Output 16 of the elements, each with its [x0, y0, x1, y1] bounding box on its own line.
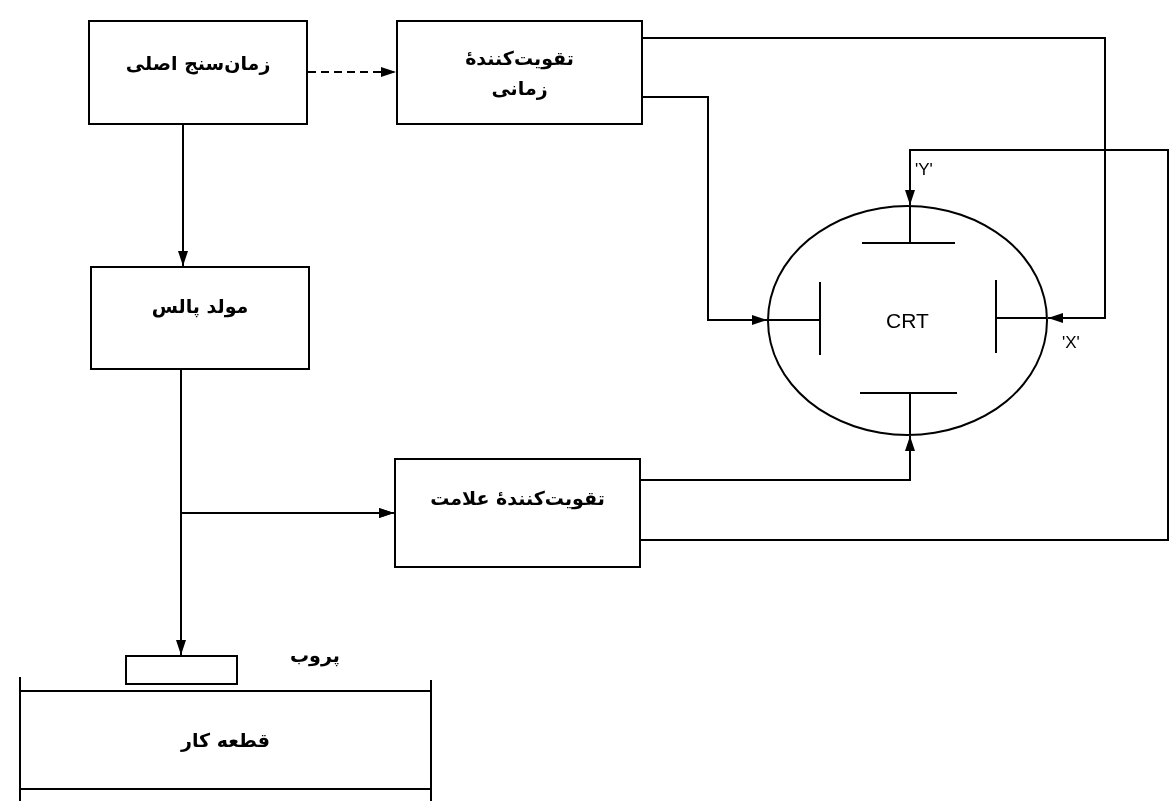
plate-label: 'X'	[1062, 333, 1080, 353]
arrow	[642, 96, 768, 325]
process-box: تقویت‌کنندهٔ زمانی	[396, 20, 643, 125]
process-box: زمان‌سنج اصلی	[88, 20, 308, 125]
probe-label: پروب	[290, 643, 340, 669]
workpiece: قطعه کار	[20, 690, 431, 790]
process-box: تقویت‌کنندهٔ علامت	[394, 458, 641, 568]
arrow	[307, 67, 397, 77]
arrow	[178, 124, 188, 267]
process-box: مولد پالس	[90, 266, 310, 370]
plate-label: 'Y'	[915, 160, 933, 180]
crt-tube: CRT	[767, 205, 1048, 436]
arrow	[642, 37, 1106, 323]
arrow	[640, 149, 1169, 541]
arrow	[640, 435, 915, 481]
probe-box	[125, 655, 238, 685]
